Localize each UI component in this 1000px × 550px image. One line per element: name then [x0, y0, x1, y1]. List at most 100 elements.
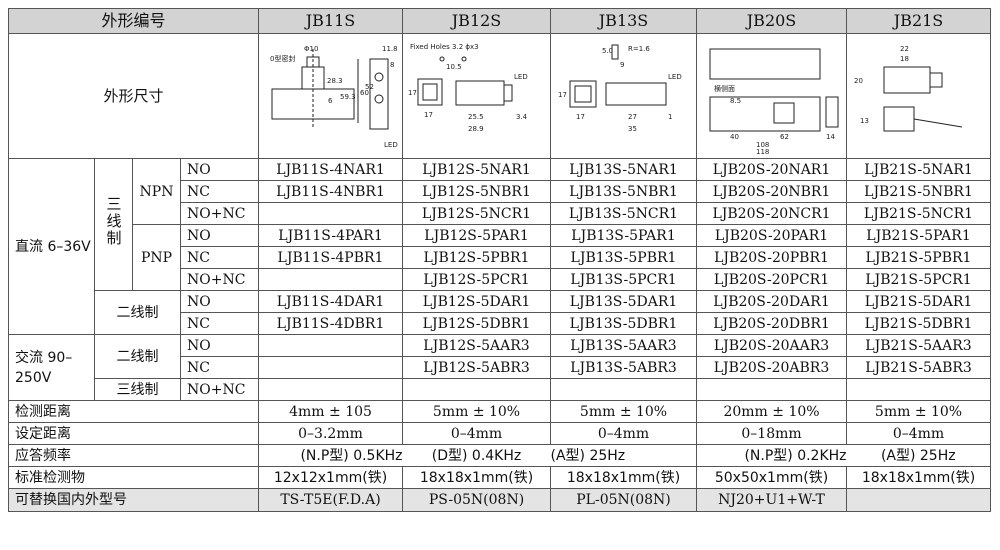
jb12s-dim2: 17	[408, 89, 417, 97]
cell: 50x50x1mm(铁)	[696, 466, 848, 489]
cell: LJB21S-5DAR1	[846, 290, 992, 313]
table-row: 二线制 NO LJB11S-4DAR1 LJB12S-5DAR1 LJB13S-…	[9, 290, 992, 335]
jb20s-label: 横侧面	[714, 84, 735, 93]
table-row: 直流 6–36V 三线制 NPN NO LJB11S-4NAR1 LJB12S-…	[8, 158, 992, 335]
cell: 18x18x1mm(铁)	[402, 466, 552, 489]
table-row: 应答频率 (N.P型) 0.5KHz (D型) 0.4KHz (A型) 25Hz…	[7, 444, 992, 467]
ac-three-wire-label: 三线制	[94, 378, 181, 401]
cell: LJB12S-5DAR1	[402, 290, 552, 313]
drawing-jb12s: Fixed Holes 3.2 ϕx3 10.5 17 17 LED 25.5 …	[402, 33, 552, 159]
cell: LJB11S-4NBR1	[258, 180, 404, 203]
jb20s-dimension-drawing: 横侧面 8.5 40 62 108 118 14	[709, 48, 839, 155]
jb12s-dimension-drawing: Fixed Holes 3.2 ϕx3 10.5 17 17 LED 25.5 …	[408, 43, 528, 133]
cell	[258, 202, 404, 225]
jb21s-dim4: 13	[860, 117, 869, 125]
jb12s-dim4: 25.5	[468, 113, 484, 121]
cell: LJB20S-20NCR1	[696, 202, 848, 225]
wiring-type: NO+NC	[179, 202, 260, 225]
model-jb11s: JB11S	[258, 8, 404, 34]
cell: LJB11S-4PBR1	[258, 246, 404, 269]
jb11s-led: LED	[384, 141, 398, 149]
jb20s-dim6: 14	[826, 133, 835, 141]
cell: LJB12S-5PCR1	[402, 268, 552, 291]
cell: LJB21S-5ABR3	[846, 356, 992, 379]
cell: LJB13S-5AAR3	[550, 334, 698, 357]
cell: 18x18x1mm(铁)	[550, 466, 698, 489]
cell	[258, 356, 404, 379]
cell: TS-T5E(F.D.A)	[258, 488, 404, 512]
cell: LJB13S-5NCR1	[550, 202, 698, 225]
cell: LJB20S-20DBR1	[696, 312, 848, 335]
cell: LJB13S-5PAR1	[550, 224, 698, 247]
jb20s-dim3: 62	[780, 133, 789, 141]
distance-label: 检测距离	[7, 400, 260, 423]
cell: 18x18x1mm(铁)	[846, 466, 992, 489]
cell: LJB20S-20PCR1	[696, 268, 848, 291]
wiring-type: NC	[179, 312, 260, 335]
jb20s-dim4: 108	[756, 141, 769, 149]
table-row: NC LJB11S-4NBR1 LJB12S-5NBR1 LJB13S-5NBR…	[9, 180, 992, 203]
header-corner: 外形编号	[7, 8, 260, 34]
drawing-jb20s: 横侧面 8.5 40 62 108 118 14	[696, 33, 848, 159]
table-row: NC LJB11S-4PBR1 LJB12S-5PBR1 LJB13S-5PBR…	[9, 246, 992, 269]
jb11s-dim5: 59.3	[340, 93, 356, 101]
freq-a: (A型) 25Hz	[550, 444, 698, 467]
jb13s-dim7: 35	[628, 125, 637, 133]
freq-d: (D型) 0.4KHz	[402, 444, 551, 467]
cell: LJB12S-5NCR1	[402, 202, 552, 225]
wiring-type: NC	[179, 246, 260, 269]
setting-label: 设定距离	[7, 422, 260, 445]
cell: LJB13S-5ABR3	[550, 356, 698, 379]
cell: 0–4mm	[402, 422, 552, 445]
table-row: NC LJB12S-5ABR3 LJB13S-5ABR3 LJB20S-20AB…	[9, 356, 992, 379]
model-jb21s: JB21S	[846, 8, 992, 34]
pnp-label: PNP	[132, 224, 181, 291]
header-row: 外形编号 JB11S JB12S JB13S JB20S JB21S	[7, 8, 992, 34]
model-jb20s: JB20S	[696, 8, 848, 34]
freq-np: (N.P型) 0.5KHz	[258, 444, 403, 467]
cell: PS-05N(08N)	[402, 488, 552, 512]
wiring-type: NC	[179, 180, 260, 203]
cell: LJB21S-5PBR1	[846, 246, 992, 269]
jb13s-dim5: 17	[576, 113, 585, 121]
cell: LJB12S-5PBR1	[402, 246, 552, 269]
cell: 12x12x1mm(铁)	[258, 466, 404, 489]
cell: LJB20S-20PBR1	[696, 246, 848, 269]
cell: LJB13S-5DBR1	[550, 312, 698, 335]
cell: LJB21S-5PAR1	[846, 224, 992, 247]
cell: LJB20S-20NAR1	[696, 158, 848, 181]
cell	[846, 488, 992, 512]
cell: LJB13S-5PBR1	[550, 246, 698, 269]
cell: LJB12S-5ABR3	[402, 356, 552, 379]
cell: LJB21S-5NBR1	[846, 180, 992, 203]
wiring-type: NO	[179, 224, 260, 247]
jb21s-dim3: 20	[854, 77, 863, 85]
target-label: 标准检测物	[7, 466, 260, 489]
table-row: 三线制 NO+NC	[9, 378, 992, 401]
table-row: NO+NC LJB12S-5NCR1 LJB13S-5NCR1 LJB20S-2…	[9, 202, 992, 225]
cell: LJB13S-5NAR1	[550, 158, 698, 181]
cell: 0–3.2mm	[258, 422, 404, 445]
cell	[696, 378, 848, 401]
jb13s-led: LED	[668, 73, 682, 81]
wiring-type: NO	[179, 158, 260, 181]
jb21s-dimension-drawing: 22 18 20 13	[854, 45, 962, 132]
cell: PL-05N(08N)	[550, 488, 698, 512]
cell: 5mm ± 10%	[846, 400, 992, 423]
jb13s-dim6: 27	[628, 113, 637, 121]
jb12s-dim1: 10.5	[446, 63, 462, 71]
cell: LJB20S-20NBR1	[696, 180, 848, 203]
cell: LJB13S-5NBR1	[550, 180, 698, 203]
drawing-jb13s: 5.0 R=1.6 9 17 17 LED 27 35 1	[550, 33, 698, 159]
jb20s-dim1: 8.5	[730, 97, 741, 105]
cell: 0–4mm	[846, 422, 992, 445]
jb12s-dim5: 28.9	[468, 125, 484, 133]
wiring-type: NO	[179, 290, 260, 313]
cell: 0–4mm	[550, 422, 698, 445]
jb12s-dim3: 17	[424, 111, 433, 119]
cell: LJB11S-4PAR1	[258, 224, 404, 247]
wiring-type: NO	[179, 334, 260, 357]
cell	[258, 378, 404, 401]
shape-label: 外形尺寸	[7, 33, 260, 159]
jb13s-dim2: R=1.6	[628, 45, 650, 53]
